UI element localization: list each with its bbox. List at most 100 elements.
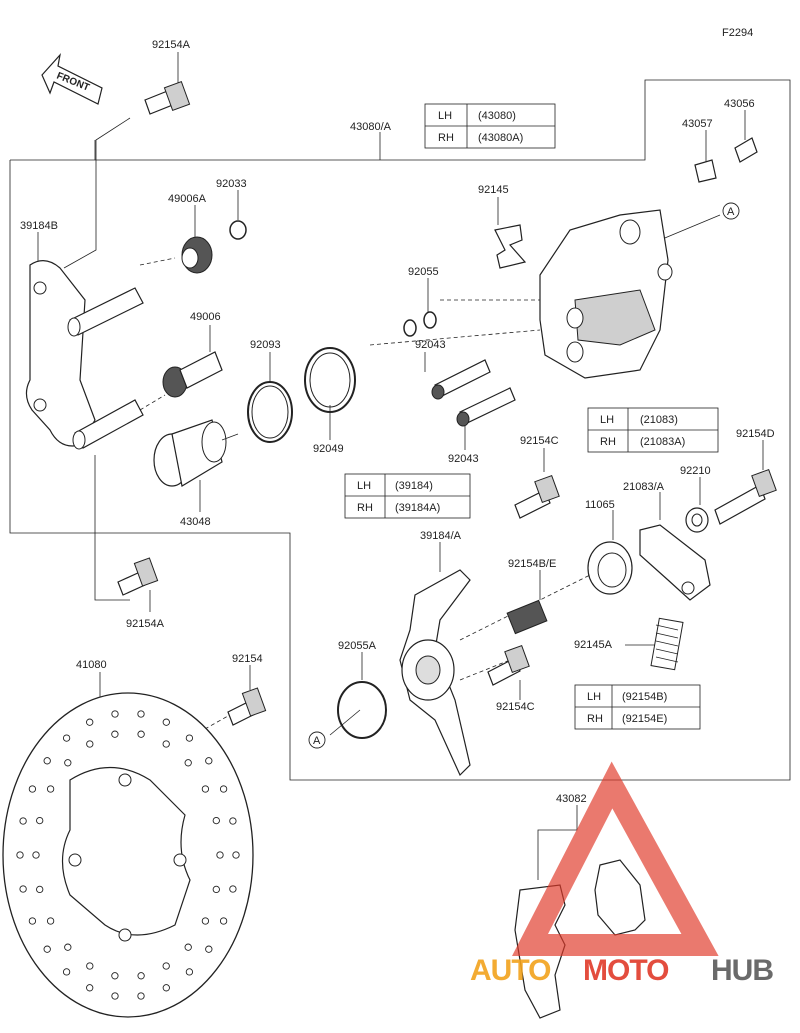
disc-vent-hole xyxy=(137,992,145,1000)
pin-92043-a xyxy=(431,359,491,400)
brake-disc-41080 xyxy=(2,692,254,1018)
label-43056: 43056 xyxy=(724,98,755,110)
svg-text:(92154B): (92154B) xyxy=(622,691,667,703)
disc-vent-hole xyxy=(162,718,170,726)
label-49006: 49006 xyxy=(190,311,221,323)
oring-92055 xyxy=(403,311,437,337)
svg-text:RH: RH xyxy=(438,132,454,144)
seal-92093 xyxy=(247,381,293,443)
piston-43048 xyxy=(153,419,239,487)
svg-text:LH: LH xyxy=(357,480,371,492)
label-92154BE: 92154B/E xyxy=(508,558,556,570)
disc-vent-hole xyxy=(205,757,213,765)
label-11065: 11065 xyxy=(585,499,615,511)
disc-vent-hole xyxy=(216,851,224,859)
svg-text:A: A xyxy=(727,206,735,218)
bolt-92154 xyxy=(227,687,267,726)
disc-vent-hole xyxy=(229,885,237,893)
watermark-part2: MOTO xyxy=(583,954,669,987)
lever-21083A xyxy=(639,524,711,601)
label-92093: 92093 xyxy=(250,339,281,351)
bracket-39184B xyxy=(25,260,96,447)
disc-vent-hole xyxy=(111,992,119,1000)
caliper-assembly-outline xyxy=(9,79,791,781)
svg-text:LH: LH xyxy=(438,110,452,122)
disc-vent-hole xyxy=(62,734,71,742)
svg-text:(39184A): (39184A) xyxy=(395,502,440,514)
bolt-92154A-top xyxy=(144,81,191,115)
disc-vent-hole xyxy=(86,740,94,748)
disc-vent-hole xyxy=(232,851,240,859)
nut-92210 xyxy=(685,507,709,533)
label-92049: 92049 xyxy=(313,443,344,455)
label-92154C-top: 92154C xyxy=(520,435,559,447)
label-39184A: 39184/A xyxy=(420,530,462,542)
label-92043-a: 92043 xyxy=(415,339,446,351)
label-92055: 92055 xyxy=(408,266,439,278)
disc-vent-hole xyxy=(219,917,228,925)
disc-vent-hole xyxy=(32,851,40,859)
disc-vent-hole xyxy=(137,730,145,738)
label-92033: 92033 xyxy=(216,178,247,190)
caliper-body xyxy=(539,209,673,379)
label-92154A-top: 92154A xyxy=(152,39,191,51)
disc-vent-hole xyxy=(201,785,210,793)
disc-vent-hole xyxy=(64,759,72,767)
spring-clip-92145 xyxy=(494,224,527,269)
watermark-part3: HUB xyxy=(711,954,773,987)
boot-49006 xyxy=(162,351,223,398)
disc-vent-hole xyxy=(185,734,194,742)
table-21083: LH (21083) RH (21083A) xyxy=(587,407,719,453)
disc-vent-hole xyxy=(162,984,170,992)
front-arrow-icon: FRONT xyxy=(41,53,103,105)
seal-11065 xyxy=(587,541,633,595)
svg-text:RH: RH xyxy=(600,436,616,448)
label-49006A: 49006A xyxy=(168,193,207,205)
disc-vent-hole xyxy=(185,968,194,976)
label-41080: 41080 xyxy=(76,659,107,671)
figure-code: F2294 xyxy=(722,27,753,39)
bleeder-43057 xyxy=(694,159,717,183)
label-92154D: 92154D xyxy=(736,428,775,440)
disc-vent-hole xyxy=(36,816,44,825)
boot-49006A xyxy=(181,236,213,274)
part-labels: 92154A 43080/A 43056 43057 92033 49006A … xyxy=(20,39,775,805)
disc-vent-hole xyxy=(229,817,237,825)
disc-vent-hole xyxy=(86,984,94,992)
disc-vent-hole xyxy=(28,917,37,925)
disc-vent-hole xyxy=(28,785,37,793)
label-43082: 43082 xyxy=(556,793,587,805)
watermark-part1: AUTO xyxy=(470,954,551,987)
svg-text:(39184): (39184) xyxy=(395,480,433,492)
table-39184: LH (39184) RH (39184A) xyxy=(344,473,471,519)
pin-92043-b xyxy=(456,387,516,427)
svg-text:LH: LH xyxy=(600,414,614,426)
seal-92049 xyxy=(304,347,356,413)
arm-39184A xyxy=(399,569,471,777)
disc-vent-hole xyxy=(43,945,51,953)
disc-vent-hole xyxy=(137,972,145,980)
label-21083A: 21083/A xyxy=(623,481,665,493)
svg-text:RH: RH xyxy=(357,502,373,514)
label-39184B: 39184B xyxy=(20,220,58,232)
svg-text:(21083A): (21083A) xyxy=(640,436,685,448)
disc-vent-hole xyxy=(205,945,213,953)
disc-vent-hole xyxy=(162,962,170,970)
label-92145: 92145 xyxy=(478,184,509,196)
disc-vent-hole xyxy=(219,785,228,793)
svg-text:(43080A): (43080A) xyxy=(478,132,523,144)
label-92055A: 92055A xyxy=(338,640,377,652)
disc-vent-hole xyxy=(111,710,119,718)
label-43080A: 43080/A xyxy=(350,121,392,133)
svg-text:(21083): (21083) xyxy=(640,414,678,426)
svg-text:(92154E): (92154E) xyxy=(622,713,667,725)
table-92154: LH (92154B) RH (92154E) xyxy=(574,684,701,730)
cap-43056 xyxy=(734,137,758,163)
callout-marker-bottom: A xyxy=(308,731,326,749)
disc-vent-hole xyxy=(212,816,220,825)
oring-92055A xyxy=(337,681,387,739)
table-43080: LH (43080) RH (43080A) xyxy=(424,103,556,149)
svg-text:A: A xyxy=(313,735,321,747)
disc-vent-hole xyxy=(86,962,94,970)
watermark-logo: AUTO MOTO HUB xyxy=(470,761,774,987)
